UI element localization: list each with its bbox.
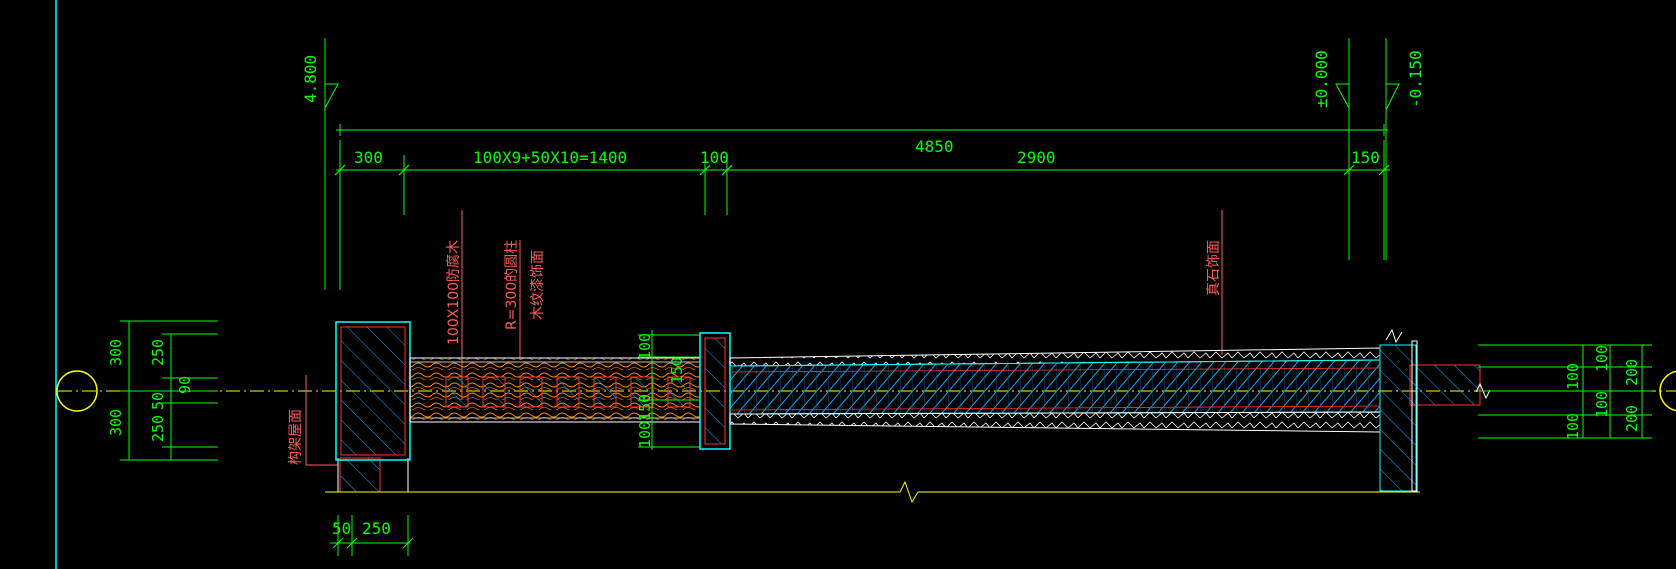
- dimension-1400-label: 100X9+50X10=1400: [473, 148, 627, 167]
- annotation-roof-label: 构架屋面: [288, 409, 304, 465]
- right-dim-200b: 200: [1623, 405, 1641, 432]
- left-dim-90: 90: [176, 376, 194, 394]
- dimension-2900-label: 2900: [1017, 148, 1056, 167]
- elevation-marker-zero: ±0.000: [1312, 38, 1350, 260]
- annotation-column: R=300的圆柱 木纹漆饰面: [504, 240, 546, 360]
- left-dim-50: 50: [149, 392, 167, 410]
- center-vertical-dimensions: [638, 330, 700, 450]
- right-vertical-dimensions: [1478, 344, 1652, 439]
- right-dim-100a: 100: [1564, 363, 1582, 390]
- left-dim-300-top: 300: [107, 339, 125, 366]
- bottom-dimensions: [330, 515, 414, 556]
- right-dim-100c: 100: [1564, 413, 1582, 440]
- left-column-base: [337, 457, 409, 493]
- elevation-marker-minus: -0.150: [1385, 38, 1425, 260]
- timber-rafter-zone: [409, 357, 701, 423]
- center-dim-100: 100: [636, 333, 654, 360]
- dimension-total-label: 4850: [915, 137, 954, 156]
- center-post: [699, 332, 731, 450]
- elevation-marker-top: 4.800: [301, 38, 339, 290]
- left-dim-250-bottom: 250: [149, 415, 167, 442]
- annotation-stone-label: 真石饰面: [1206, 240, 1222, 296]
- right-dim-100d: 100: [1593, 391, 1611, 418]
- dimension-300-label: 300: [354, 148, 383, 167]
- elevation-top-label: 4.800: [301, 55, 320, 103]
- left-dim-250-top: 250: [149, 339, 167, 366]
- center-dim-150: 150: [668, 357, 686, 384]
- elevation-zero-label: ±0.000: [1312, 50, 1331, 108]
- annotation-column-label: R=300的圆柱: [504, 240, 520, 330]
- dimension-100-label: 100: [700, 148, 729, 167]
- right-dim-100b: 100: [1593, 345, 1611, 372]
- right-dim-200a: 200: [1623, 359, 1641, 386]
- left-beam-block: [335, 321, 411, 461]
- annotation-column-finish-label: 木纹漆饰面: [530, 250, 546, 320]
- annotation-stone: 真石饰面: [1206, 210, 1223, 355]
- annotation-timber-label: 100X100防腐木: [445, 240, 462, 345]
- annotation-roof: 构架屋面: [288, 375, 338, 466]
- left-dim-300-bottom: 300: [107, 409, 125, 436]
- elevation-minus-label: -0.150: [1406, 50, 1425, 108]
- bottom-dim-250: 250: [362, 519, 391, 538]
- bottom-dim-50: 50: [332, 519, 351, 538]
- right-wall: [1379, 328, 1481, 492]
- sloped-slab: [729, 347, 1381, 433]
- dimension-total: 4850: [336, 124, 1388, 156]
- dimension-chain: 300 100X9+50X10=1400 100 2900 150: [334, 140, 1390, 290]
- dimension-150-label: 150: [1351, 148, 1380, 167]
- center-dim-100150: 100150: [636, 394, 654, 448]
- grid-bubble-left: [56, 370, 98, 412]
- grid-bubble-right: [1659, 370, 1676, 412]
- left-vertical-dimensions: [120, 320, 218, 461]
